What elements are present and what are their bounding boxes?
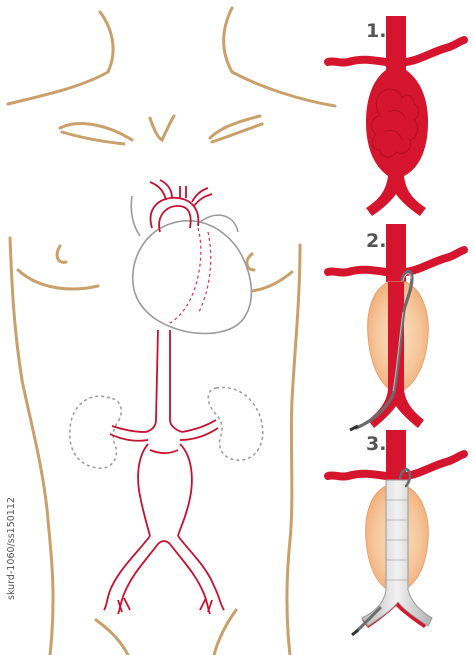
image-credit: skurd-1060/ss150112: [6, 497, 17, 600]
step-3-renal-left: [328, 474, 386, 477]
hip-right: [214, 610, 236, 655]
shoulder-left-line: [8, 72, 108, 104]
step-2-guidewire: [328, 224, 464, 430]
kidney-right: [208, 387, 263, 460]
neck-left-line: [100, 12, 113, 72]
neck-right-line: [224, 8, 232, 72]
kidney-left: [70, 396, 121, 468]
hip-left: [96, 620, 128, 655]
heart-right-line: [131, 196, 140, 236]
left-subclavian-artery: [192, 188, 212, 206]
clavicle-left: [60, 124, 132, 140]
brachiocephalic-artery: [150, 180, 172, 200]
descending-aorta-right: [170, 330, 182, 432]
step-1-aneurysm-sac: [366, 70, 428, 176]
step-1-renal-right: [406, 40, 464, 62]
kidneys: [70, 387, 263, 468]
step-3-number: 3.: [366, 433, 386, 455]
iliac-crotch: [158, 541, 170, 544]
iliac-left-inner: [118, 544, 158, 614]
clavicle-right-lower: [212, 124, 262, 142]
left-carotid-artery: [180, 186, 186, 198]
sternal-notch: [150, 116, 174, 140]
step-1-renal-left: [328, 60, 386, 63]
step-2-renal-left: [328, 270, 386, 273]
heart-outline: [133, 221, 252, 334]
aneurysm-neck-inner: [150, 450, 178, 453]
step-2-iliacs: [368, 390, 424, 428]
step-1-aneurysm: [328, 16, 464, 216]
renal-artery-right: [180, 420, 218, 440]
abdominal-aneurysm-outline: [138, 444, 192, 536]
descending-aorta-left: [146, 330, 158, 432]
heart: [131, 196, 251, 333]
step-3-catheter-tip: [352, 630, 358, 635]
step-1-number: 1.: [366, 20, 386, 42]
nipple-right: [247, 254, 254, 270]
iliac-right: [178, 536, 224, 610]
step-3-renal-right: [406, 454, 464, 476]
step-1-iliacs: [366, 176, 426, 216]
torso-right-side: [287, 245, 300, 655]
iliac-left: [104, 536, 150, 610]
shoulder-right-line: [232, 72, 335, 106]
step-3-stent-graft: [328, 430, 464, 635]
pectoral-left: [18, 270, 98, 289]
clavicle-left-lower: [62, 132, 124, 144]
step-2-renal-right: [406, 250, 464, 272]
step-2-number: 2.: [366, 230, 386, 252]
body-outline: [8, 8, 335, 655]
nipple-left: [57, 246, 66, 262]
renal-artery-left: [110, 426, 148, 441]
